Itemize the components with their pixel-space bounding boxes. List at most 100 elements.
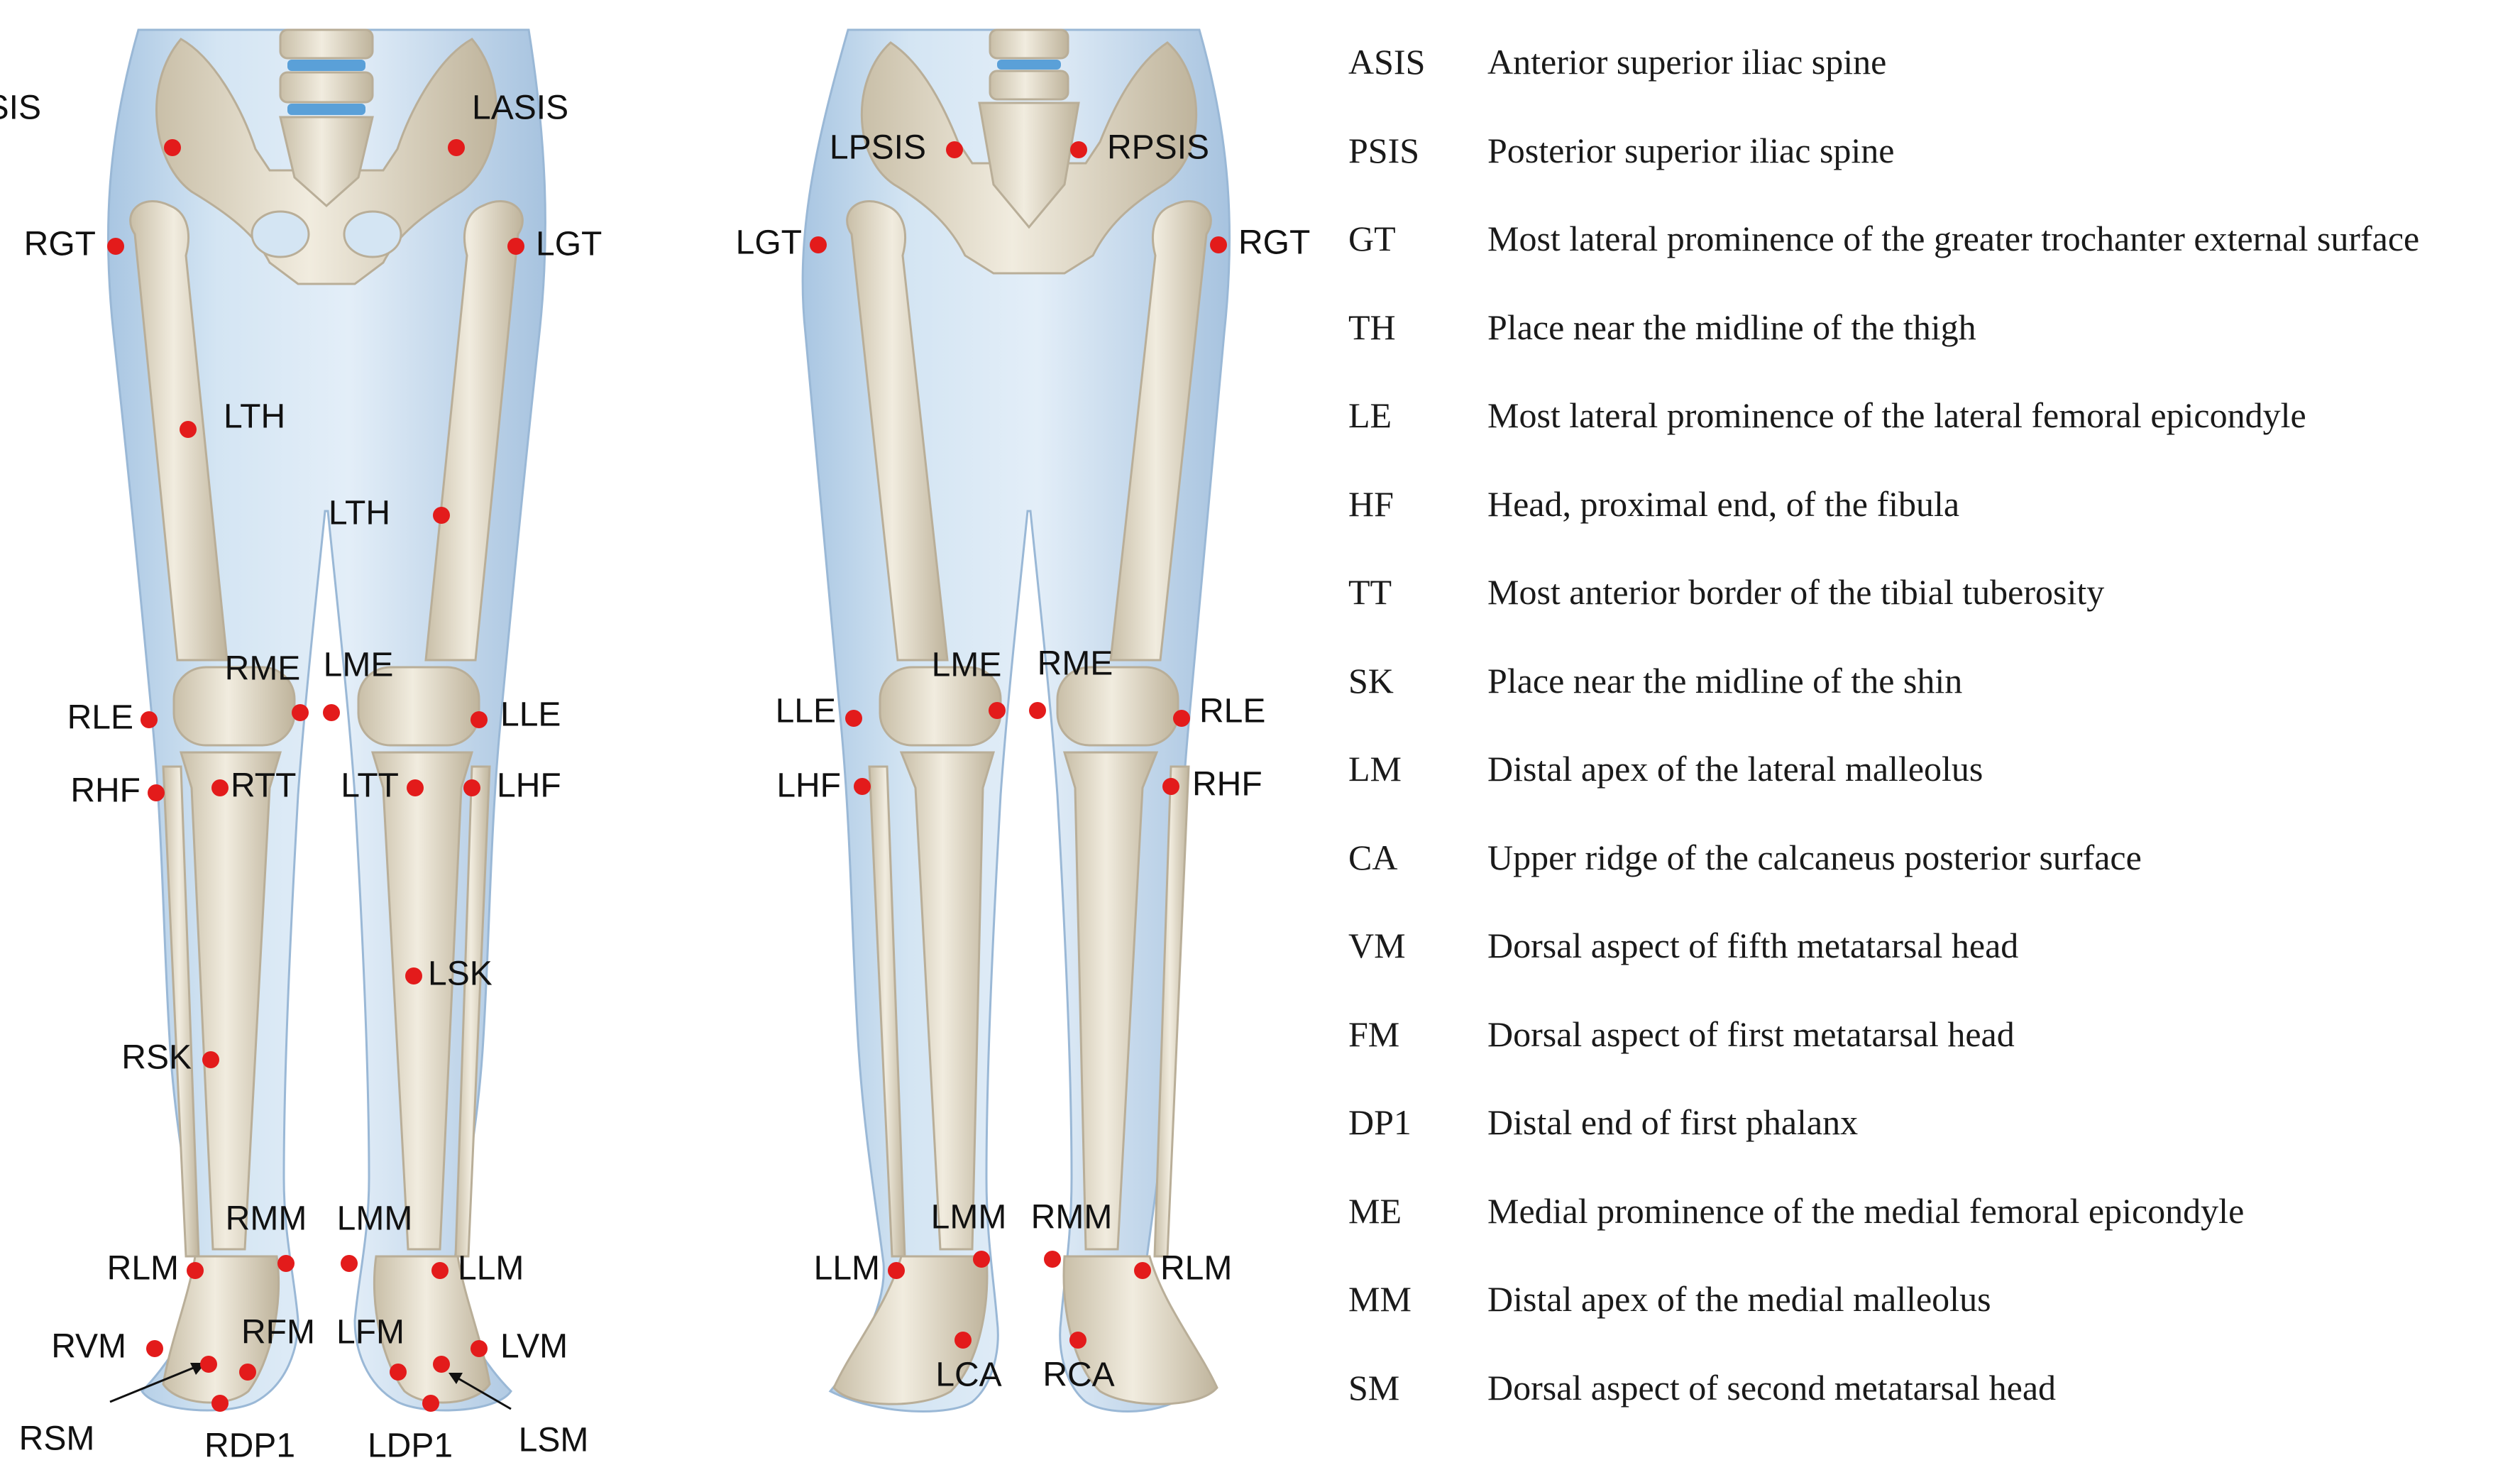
posterior-marker-label-lle: LLE [776, 693, 836, 730]
anterior-marker-dot-lme [323, 704, 340, 721]
anterior-marker-dot-rfm [239, 1364, 256, 1381]
posterior-marker-dot-lme [989, 702, 1006, 719]
anterior-marker-dot-lmm [341, 1255, 358, 1272]
posterior-femur-right [1109, 200, 1212, 662]
legend-abbreviation: FM [1348, 1014, 1400, 1054]
anterior-marker-dot-lvm [471, 1340, 488, 1357]
anterior-marker-label-rdp1: RDP1 [204, 1427, 295, 1465]
anterior-marker-label-ldp1: LDP1 [368, 1427, 453, 1465]
anterior-marker-label-lmm: LMM [337, 1200, 413, 1238]
anterior-marker-dot-rdp1 [211, 1395, 229, 1412]
anterior-marker-dot-rsk [202, 1051, 219, 1068]
anterior-marker-dot-lle [471, 711, 488, 728]
anterior-marker-label-ltt: LTT [341, 767, 399, 805]
posterior-disc-1 [997, 60, 1061, 70]
anterior-vertebra-1 [279, 28, 374, 60]
anterior-marker-label-rsk: RSK [121, 1039, 192, 1077]
anterior-knee-left [357, 666, 480, 747]
posterior-marker-dot-lca [954, 1332, 972, 1349]
legend-abbreviation: ME [1348, 1190, 1402, 1231]
posterior-view [801, 28, 1231, 1413]
legend-abbreviation: TT [1348, 572, 1392, 612]
posterior-marker-label-rgt: RGT [1238, 224, 1310, 262]
legend-abbreviation: LM [1348, 749, 1402, 789]
anterior-marker-dot-lsm [433, 1356, 450, 1373]
anterior-marker-dot-rvm [146, 1340, 163, 1357]
anterior-marker-dot-llm [431, 1262, 449, 1279]
anterior-marker-label-lsk: LSK [428, 955, 493, 993]
anterior-marker-label-rvm: RVM [51, 1328, 126, 1366]
anterior-marker-label-lgt: LGT [536, 226, 602, 263]
anterior-femur-left [424, 200, 524, 662]
anterior-marker-dot-lhf [463, 779, 480, 796]
anterior-sacrum [279, 116, 374, 208]
legend-description: Most lateral prominence of the greater t… [1487, 219, 2420, 258]
posterior-marker-label-lca: LCA [935, 1356, 1001, 1394]
anterior-marker-label-lhf: LHF [497, 767, 561, 805]
anterior-marker-dot-lfm [390, 1364, 407, 1381]
anterior-marker-label-rasis: RASIS [0, 89, 41, 127]
legend-abbreviation: GT [1348, 219, 1396, 258]
anterior-marker-label-lsm: LSM [519, 1422, 589, 1459]
posterior-marker-dot-rgt [1210, 236, 1227, 253]
posterior-marker-dot-rpsis [1070, 141, 1087, 158]
posterior-marker-label-rmm: RMM [1031, 1199, 1113, 1236]
anterior-obturator-right [251, 210, 310, 258]
anterior-marker-label-rmm: RMM [226, 1200, 307, 1238]
posterior-fibula-right [1153, 765, 1190, 1258]
legend-description: Dorsal aspect of fifth metatarsal head [1487, 926, 2019, 965]
anterior-marker-dot-lsk [405, 967, 422, 984]
anterior-marker-dot-rlm [187, 1262, 204, 1279]
posterior-marker-label-lgt: LGT [736, 224, 802, 262]
posterior-marker-dot-rca [1069, 1332, 1086, 1349]
legend-abbreviation: DP1 [1348, 1102, 1412, 1142]
legend-description: Most anterior border of the tibial tuber… [1487, 572, 2105, 612]
anterior-marker-label-lme: LME [324, 647, 394, 684]
posterior-marker-label-lhf: LHF [776, 767, 841, 805]
anterior-marker-dot-rle [141, 711, 158, 728]
posterior-marker-label-lmm: LMM [931, 1199, 1007, 1236]
legend-abbreviation: SM [1348, 1367, 1400, 1408]
posterior-knee-right [1056, 666, 1179, 747]
legend-description: Place near the midline of the thigh [1487, 307, 1976, 347]
posterior-marker-label-llm: LLM [814, 1250, 880, 1288]
anterior-marker-label-rsm: RSM [19, 1420, 95, 1458]
legend-abbreviation: VM [1348, 926, 1406, 965]
posterior-marker-dot-lpsis [946, 141, 963, 158]
anterior-marker-label-rhf: RHF [70, 772, 141, 810]
posterior-marker-label-rlm: RLM [1160, 1250, 1232, 1288]
legend-description: Distal end of first phalanx [1487, 1102, 1859, 1142]
legend-abbreviation: LE [1348, 395, 1392, 435]
posterior-marker-dot-lgt [810, 236, 827, 253]
anterior-femur-right [129, 200, 229, 662]
lsm-arrow-head [449, 1373, 463, 1384]
anterior-marker-label-lth2: LTH [329, 495, 390, 532]
legend-description: Most lateral prominence of the lateral f… [1487, 395, 2306, 435]
posterior-marker-dot-lle [845, 710, 862, 727]
anterior-marker-label-rlm: RLM [107, 1250, 179, 1288]
posterior-marker-dot-lmm [973, 1251, 990, 1268]
anterior-marker-dot-lth1 [180, 421, 197, 438]
markers-layer: RASISLASISRGTLGTLTHLTHRMELMERLELLERHFRTT… [0, 89, 1310, 1465]
legend-description: Dorsal aspect of first metatarsal head [1487, 1014, 2015, 1054]
posterior-marker-dot-llm [888, 1262, 905, 1279]
legend-abbreviation: TH [1348, 307, 1396, 347]
posterior-marker-label-rme: RME [1038, 645, 1113, 683]
legend-abbreviation: CA [1348, 837, 1398, 877]
anterior-tibia-right [179, 751, 282, 1251]
posterior-tibia-right [1062, 751, 1159, 1251]
anterior-marker-label-rtt: RTT [231, 767, 296, 805]
legend-abbreviation: ASIS [1348, 42, 1426, 82]
legend-description: Distal apex of the lateral malleolus [1487, 749, 1983, 789]
anterior-marker-dot-lasis [448, 139, 465, 156]
legend-abbreviation: PSIS [1348, 130, 1420, 170]
posterior-marker-label-rhf: RHF [1192, 766, 1262, 803]
anterior-marker-label-lfm: LFM [336, 1314, 405, 1351]
posterior-sacrum [978, 102, 1080, 229]
anterior-fibula-left [454, 765, 491, 1258]
anterior-marker-dot-rgt [107, 238, 124, 255]
anterior-marker-label-rfm: RFM [241, 1314, 315, 1351]
anterior-marker-label-llm: LLM [458, 1250, 524, 1288]
anterior-marker-label-rgt: RGT [24, 226, 96, 263]
